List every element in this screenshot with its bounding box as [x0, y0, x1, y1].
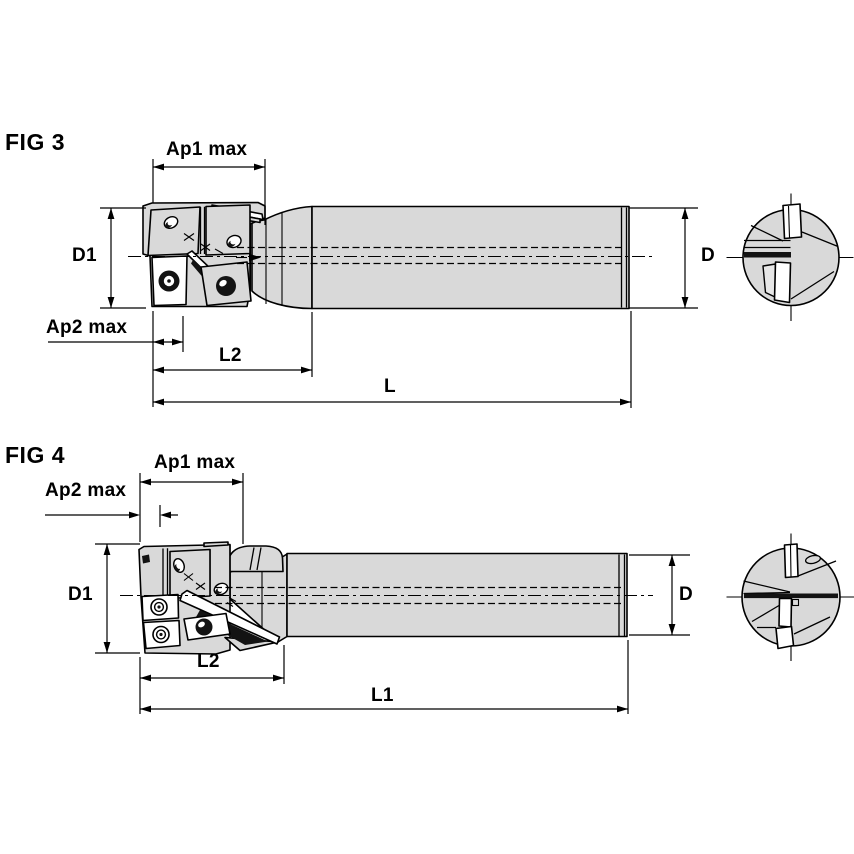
- fig4-dimensions: [45, 473, 690, 714]
- fig3-hidden-lines: [237, 246, 624, 265]
- fig4-l1-label: L1: [371, 685, 394, 706]
- fig4-side-view: [138, 541, 628, 655]
- fig4-d-label: D: [679, 584, 694, 605]
- fig4-l2-label: L2: [197, 651, 220, 672]
- fig3-l2-label: L2: [219, 345, 242, 366]
- fig4-end-view: [726, 533, 854, 661]
- fig4-d1-label: D1: [68, 584, 93, 605]
- fig3-title: FIG 3: [5, 129, 66, 155]
- fig4-ap1-max-label: Ap1 max: [154, 452, 236, 473]
- fig4-ap2-max-label: Ap2 max: [45, 480, 127, 501]
- fig4-title: FIG 4: [5, 442, 66, 468]
- fig3-dimensions: [48, 159, 698, 408]
- fig3-end-view: [726, 193, 854, 321]
- fig3-d1-label: D1: [72, 245, 97, 266]
- fig3-l-label: L: [384, 376, 396, 397]
- fig3-ap2-max-label: Ap2 max: [46, 317, 128, 338]
- fig3-d-label: D: [701, 245, 716, 266]
- fig3-side-view: [142, 201, 630, 310]
- fig4-hidden-lines: [215, 586, 622, 605]
- fig3-ap1-max-label: Ap1 max: [166, 139, 248, 160]
